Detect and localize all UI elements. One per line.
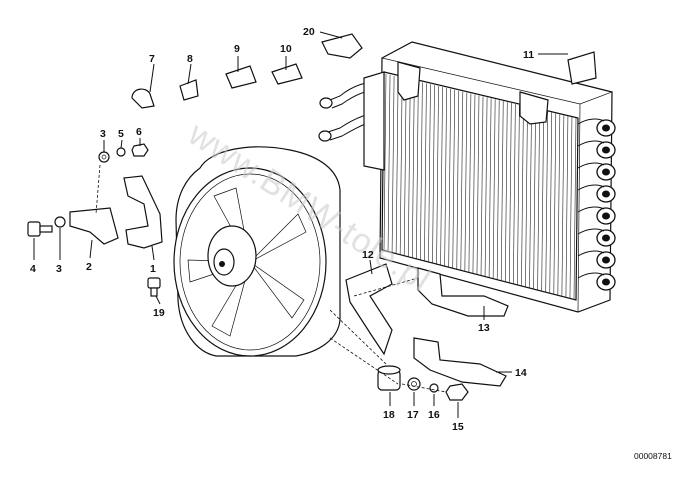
callout-14: 14 — [515, 367, 527, 379]
callouts: 7 8 9 10 20 11 3 5 6 4 3 2 1 19 12 13 14… — [30, 26, 534, 433]
washer-5 — [116, 147, 126, 157]
condenser-fins — [383, 73, 577, 301]
callout-15: 15 — [452, 421, 464, 433]
clip-7 — [131, 88, 155, 109]
nut-15 — [445, 383, 469, 401]
nut-6 — [131, 143, 149, 157]
electric-fan — [173, 146, 341, 357]
bolt-4 — [27, 221, 53, 237]
condenser-tubes — [577, 118, 616, 291]
rubber-mount-18 — [377, 365, 401, 391]
callout-2: 2 — [86, 261, 92, 273]
condenser — [318, 41, 616, 313]
reference-number: 00008781 — [634, 451, 672, 461]
clip-10 — [271, 63, 303, 85]
callout-11: 11 — [523, 49, 534, 61]
callout-8: 8 — [187, 53, 193, 65]
callout-3-top: 3 — [100, 128, 106, 140]
clip-8 — [179, 79, 199, 101]
callout-9: 9 — [234, 43, 240, 55]
callout-5: 5 — [118, 128, 124, 140]
callout-16: 16 — [428, 409, 440, 421]
callout-20: 20 — [303, 26, 315, 38]
washer-16 — [429, 383, 439, 393]
assembly-guide-lines — [95, 164, 447, 393]
bracket-12 — [345, 263, 393, 356]
washer-3-top — [98, 151, 110, 163]
bracket-20 — [321, 33, 363, 59]
leader-lines — [33, 31, 568, 418]
callout-6: 6 — [136, 126, 142, 138]
callout-4: 4 — [30, 263, 36, 275]
callout-12: 12 — [362, 249, 374, 261]
washer-3-left — [54, 216, 66, 228]
bolt-19 — [147, 277, 161, 297]
callout-10: 10 — [280, 43, 292, 55]
callout-13: 13 — [478, 322, 490, 334]
callout-18: 18 — [383, 409, 395, 421]
bracket-2 — [69, 207, 119, 245]
clip-9 — [225, 65, 257, 89]
callout-7: 7 — [149, 53, 155, 65]
callout-1: 1 — [150, 263, 156, 275]
callout-17: 17 — [407, 409, 419, 421]
bracket-14 — [413, 337, 507, 387]
callout-19: 19 — [153, 307, 165, 319]
bracket-1 — [123, 175, 163, 249]
bracket-13 — [417, 267, 509, 317]
callout-3-bottom: 3 — [56, 263, 62, 275]
washer-17 — [407, 377, 421, 391]
